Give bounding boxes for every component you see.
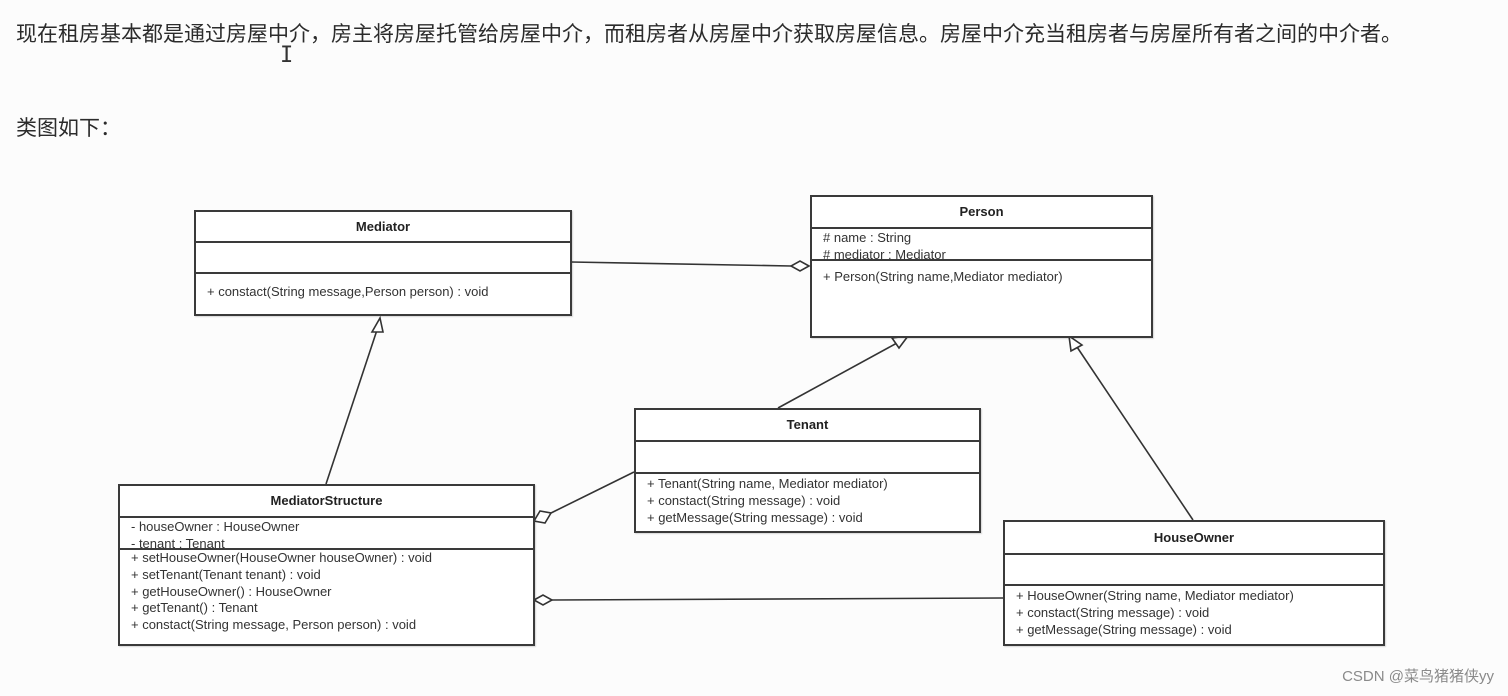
aggregation-diamond-icon [532,510,553,524]
operation: + setTenant(Tenant tenant) : void [131,566,321,582]
operation: + getMessage(String message) : void [1016,621,1232,637]
attribute: # mediator : Mediator [823,246,946,261]
operation: + constact(String message, Person person… [131,617,417,633]
text-cursor-icon: I [280,43,294,68]
class-mediator-operations: + constact(String message,Person person)… [196,274,570,301]
operation: + setHouseOwner(HouseOwner houseOwner) :… [131,550,432,565]
operation: + HouseOwner(String name, Mediator media… [1016,588,1294,603]
generalization-arrowhead-icon [1067,334,1084,353]
csdn-watermark: CSDN @菜鸟猪猪侠yy [1342,668,1494,685]
class-mediator-name: Mediator [196,212,570,243]
aggregation-diamond-icon [789,260,811,272]
operation: + getTenant() : Tenant [131,600,258,616]
class-houseowner: HouseOwner + HouseOwner(String name, Med… [1003,520,1385,646]
class-tenant-name: Tenant [636,410,979,442]
aggregation-mediatorstructure-houseowner-line [551,597,1004,601]
operation: + constact(String message) : void [647,492,841,508]
class-mediatorstructure-name: MediatorStructure [120,486,533,518]
class-person-operations: + Person(String name,Mediator mediator) [812,261,1151,286]
class-person-name: Person [812,197,1151,229]
aggregation-mediatorstructure-tenant-line [550,471,635,514]
attribute: - houseOwner : HouseOwner [131,519,300,534]
class-mediatorstructure: MediatorStructure - houseOwner : HouseOw… [118,484,535,646]
class-mediator: Mediator + constact(String message,Perso… [194,210,572,316]
class-person-attributes: # name : String # mediator : Mediator [812,229,1151,261]
attribute: # name : String [823,230,912,245]
aggregation-diamond-icon [532,594,554,606]
generalization-houseowner-person-line [1076,346,1194,521]
operation: + constact(String message) : void [1016,604,1210,620]
class-tenant-operations: + Tenant(String name, Mediator mediator)… [636,474,979,526]
operation: + constact(String message,Person person)… [207,284,489,299]
intro-paragraph: 现在租房基本都是通过房屋中介，房主将房屋托管给房屋中介，而租房者从房屋中介获取房… [16,22,1402,46]
class-diagram-heading: 类图如下： [16,116,121,140]
operation: + getMessage(String message) : void [647,509,863,525]
class-houseowner-name: HouseOwner [1005,522,1383,555]
attribute: - tenant : Tenant [131,535,225,550]
class-houseowner-attributes [1005,555,1383,586]
class-mediator-attributes [196,243,570,274]
association-person-mediator-line [570,261,792,267]
class-tenant-attributes [636,442,979,474]
class-mediatorstructure-operations: + setHouseOwner(HouseOwner houseOwner) :… [120,550,533,634]
operation: + Person(String name,Mediator mediator) [823,269,1063,284]
operation: + Tenant(String name, Mediator mediator) [647,476,888,491]
class-houseowner-operations: + HouseOwner(String name, Mediator media… [1005,586,1383,638]
class-tenant: Tenant + Tenant(String name, Mediator me… [634,408,981,533]
class-mediatorstructure-attributes: - houseOwner : HouseOwner - tenant : Ten… [120,518,533,550]
generalization-mediatorstructure-mediator-line [325,329,378,485]
generalization-tenant-person-line [777,342,898,409]
generalization-arrowhead-icon [370,315,384,333]
class-person: Person # name : String # mediator : Medi… [810,195,1153,338]
operation: + getHouseOwner() : HouseOwner [131,583,332,599]
